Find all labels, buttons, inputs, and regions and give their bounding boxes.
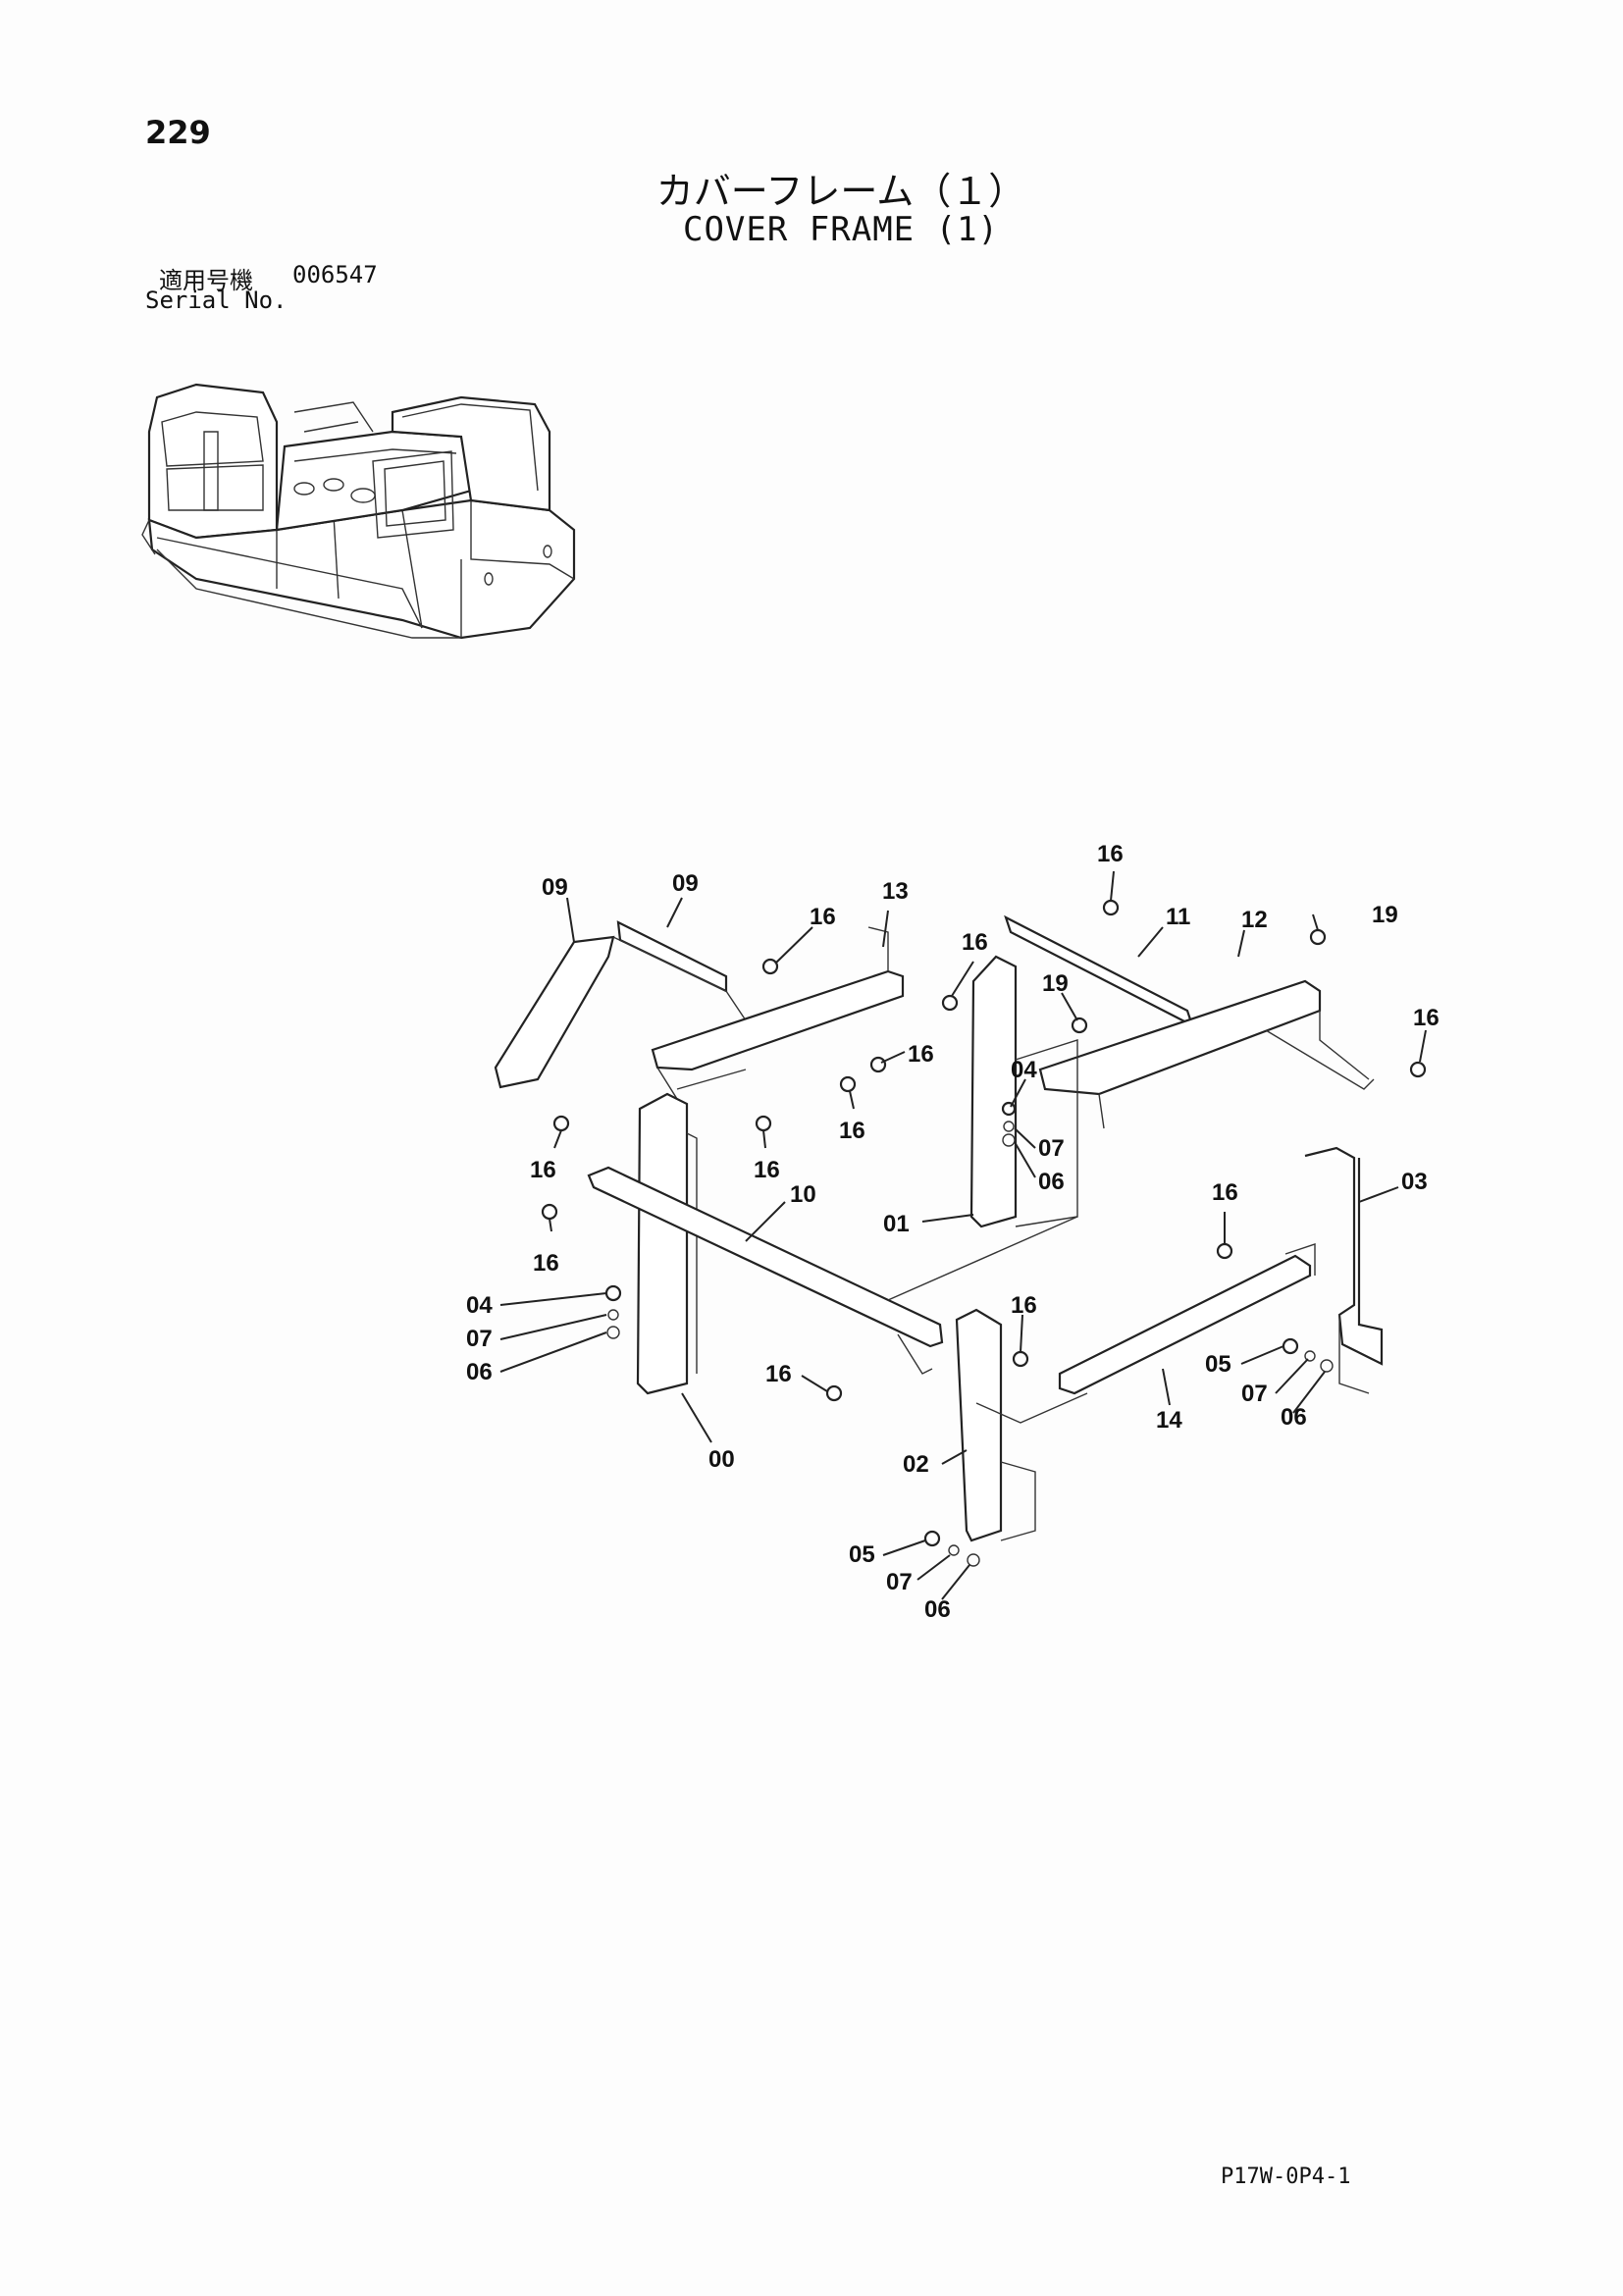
callout-09-a: 09 — [542, 874, 568, 901]
callout-16-e: 16 — [908, 1041, 934, 1068]
callout-05-a: 05 — [1205, 1351, 1231, 1378]
callout-06-b: 06 — [466, 1359, 493, 1385]
callout-12: 12 — [1241, 907, 1268, 933]
callout-16-i: 16 — [1212, 1179, 1238, 1206]
serial-label-japanese: 適用号機 — [159, 267, 253, 294]
callout-03: 03 — [1401, 1169, 1428, 1195]
callout-10: 10 — [790, 1181, 816, 1208]
callout-14: 14 — [1156, 1407, 1182, 1434]
callout-13: 13 — [882, 878, 909, 905]
callout-16-l: 16 — [765, 1361, 792, 1387]
callout-06-a: 06 — [1038, 1169, 1065, 1195]
callout-04-a: 04 — [1011, 1057, 1037, 1083]
serial-label-english: Serial No. — [145, 287, 288, 314]
callout-16-h: 16 — [754, 1157, 780, 1183]
callout-00: 00 — [708, 1446, 735, 1473]
page-title-english: COVER FRAME (1) — [682, 210, 1000, 249]
document-code: P17W-0P4-1 — [1221, 2165, 1351, 2189]
callout-07-b: 07 — [466, 1326, 493, 1352]
callout-07-a: 07 — [1038, 1135, 1065, 1162]
serial-number-value: 006547 — [292, 261, 378, 288]
part-callouts: 09 09 13 16 16 16 11 12 19 19 16 16 16 0… — [466, 841, 1440, 1623]
callout-16-a: 16 — [810, 904, 836, 930]
callout-16-j: 16 — [533, 1250, 559, 1277]
callout-16-k: 16 — [1011, 1292, 1037, 1319]
callout-19-b: 19 — [1042, 970, 1069, 997]
callout-16-c: 16 — [962, 929, 988, 956]
callout-06-c: 06 — [1281, 1404, 1307, 1431]
callout-11: 11 — [1166, 904, 1190, 930]
callout-04-b: 04 — [466, 1292, 493, 1319]
callout-01: 01 — [883, 1211, 910, 1237]
excavator-upper-structure-drawing — [141, 383, 576, 640]
page-number: 229 — [145, 114, 211, 151]
callout-19-a: 19 — [1372, 902, 1398, 928]
callout-16-b: 16 — [1097, 841, 1124, 867]
cover-frame-exploded-diagram — [494, 870, 1427, 1600]
callout-02: 02 — [903, 1451, 929, 1478]
callout-16-g: 16 — [530, 1157, 556, 1183]
callout-16-f: 16 — [839, 1118, 865, 1144]
callout-05-b: 05 — [849, 1541, 875, 1568]
callout-06-d: 06 — [924, 1596, 951, 1623]
callout-09-b: 09 — [672, 870, 699, 897]
callout-07-c: 07 — [1241, 1381, 1268, 1407]
callout-16-d: 16 — [1413, 1005, 1440, 1031]
page-title-japanese: カバーフレーム（１） — [655, 170, 1026, 213]
callout-07-d: 07 — [886, 1569, 913, 1595]
